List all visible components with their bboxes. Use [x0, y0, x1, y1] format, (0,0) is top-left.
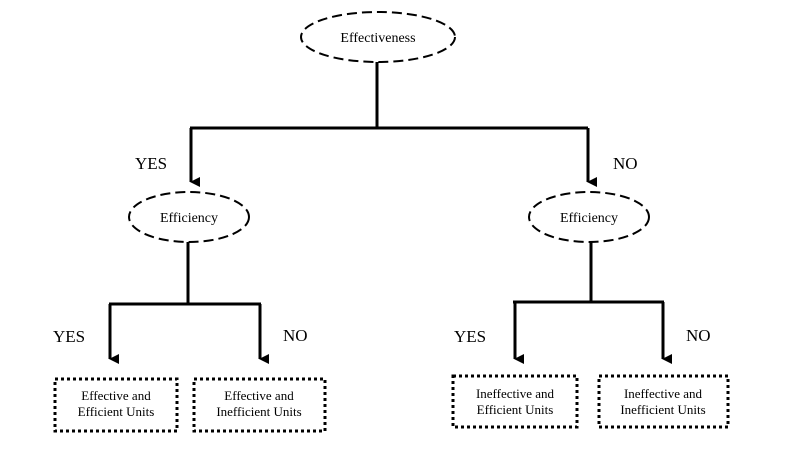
root-label: Effectiveness [340, 31, 415, 46]
leaf-ineffective-efficient: Ineffective and Efficient Units [451, 374, 579, 429]
right-efficiency-label: Efficiency [560, 211, 618, 226]
right-subtree-connectors [513, 242, 672, 364]
leaf-line-1: Effective and [224, 388, 294, 403]
root-connectors [189, 62, 597, 187]
leaf-line-1: Effective and [81, 388, 151, 403]
leaf-box [53, 377, 179, 433]
right-yes-label: YES [454, 327, 486, 346]
leaf-line-2: Inefficient Units [620, 402, 705, 417]
left-subtree-connectors [108, 242, 269, 364]
left-branch-label: YES [135, 154, 167, 173]
root-node: Effectiveness [300, 11, 456, 63]
left-efficiency-label: Efficiency [160, 211, 218, 226]
right-branch-label: NO [613, 154, 638, 173]
leaf-line-2: Efficient Units [477, 402, 554, 417]
leaf-line-1: Ineffective and [476, 386, 555, 401]
left-yes-label: YES [53, 327, 85, 346]
right-no-label: NO [686, 326, 711, 345]
leaf-line-2: Efficient Units [78, 404, 155, 419]
right-efficiency-node: Efficiency [528, 191, 650, 243]
leaf-effective-inefficient: Effective and Inefficient Units [192, 377, 327, 433]
left-efficiency-node: Efficiency [128, 191, 250, 243]
leaf-box [451, 374, 579, 429]
leaf-line-1: Ineffective and [624, 386, 703, 401]
leaf-box [192, 377, 327, 433]
leaf-line-2: Inefficient Units [216, 404, 301, 419]
leaf-effective-efficient: Effective and Efficient Units [53, 377, 179, 433]
root-ellipse [300, 11, 456, 63]
leaf-ineffective-inefficient: Ineffective and Inefficient Units [597, 374, 730, 429]
right-efficiency-ellipse [528, 191, 650, 243]
left-no-label: NO [283, 326, 308, 345]
